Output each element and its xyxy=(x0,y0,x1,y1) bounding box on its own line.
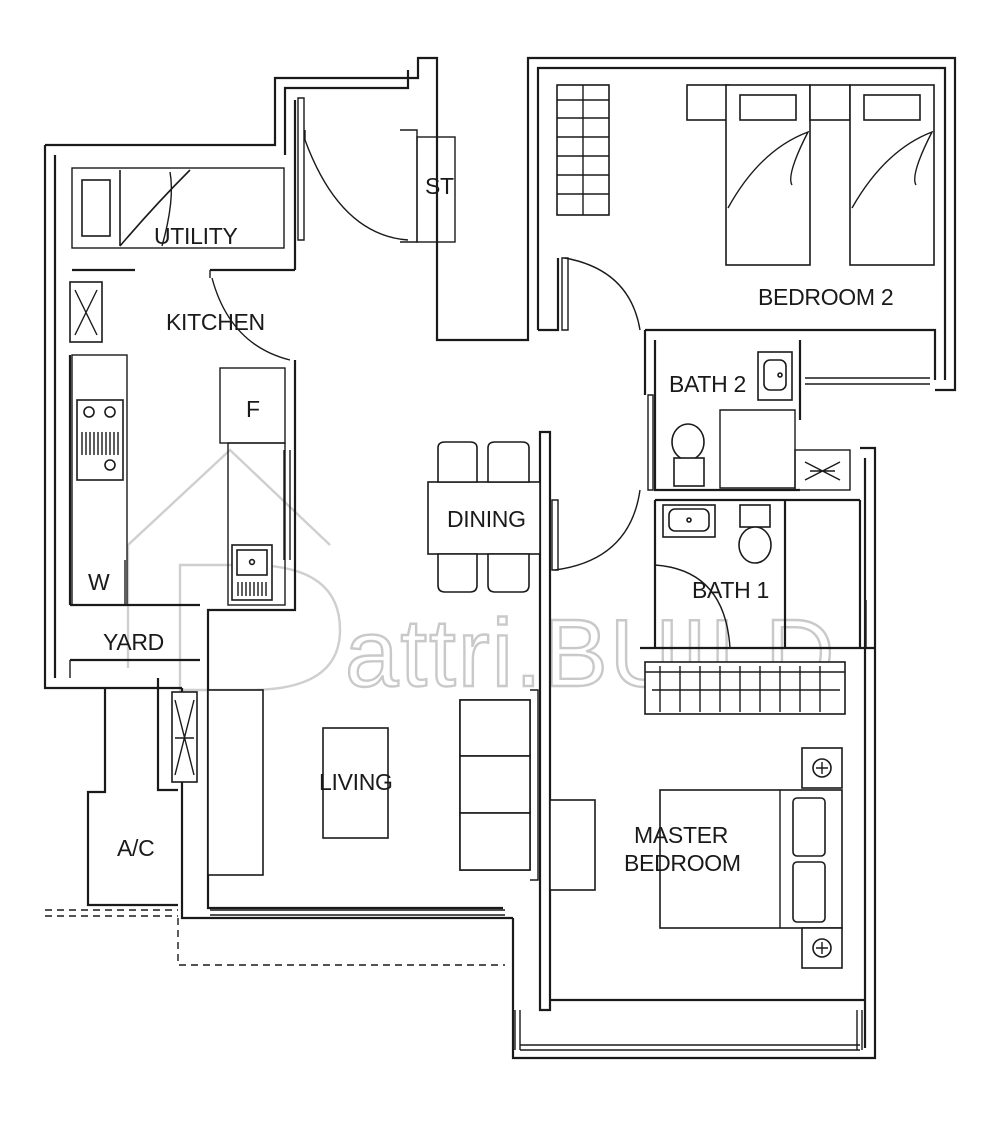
label-master-line-1: MASTER xyxy=(634,822,728,848)
kitchen-counter xyxy=(71,354,128,606)
bath-2-toilet-tank xyxy=(673,457,705,487)
dining-chair xyxy=(487,441,530,483)
sofa-seat xyxy=(459,755,531,814)
bath-2-toilet xyxy=(671,423,705,461)
master-desk xyxy=(549,799,596,891)
sink-drain-icon xyxy=(248,558,256,566)
bath-1-toilet-tank xyxy=(739,504,771,528)
label-master-line-2: BEDROOM xyxy=(624,850,741,876)
sofa-seat xyxy=(459,699,531,757)
bed-pillow xyxy=(863,94,921,121)
basin-tap-icon xyxy=(777,372,783,378)
master-pillow xyxy=(792,797,826,857)
wardrobe-master xyxy=(644,661,846,715)
hob-burner-icon xyxy=(104,459,116,471)
furniture xyxy=(69,84,935,969)
internal-walls xyxy=(68,100,937,1012)
bedside-table xyxy=(686,84,730,121)
basin-tap-icon xyxy=(686,517,692,523)
dashed-boundary xyxy=(45,909,505,966)
hob-burner-icon xyxy=(104,406,116,418)
label-yard: YARD xyxy=(103,629,164,655)
label-fridge: F xyxy=(246,396,260,422)
label-bath-2: BATH 2 xyxy=(669,371,746,397)
label-aircon: A/C xyxy=(117,835,154,861)
exterior-walls xyxy=(43,56,957,1060)
master-pillow xyxy=(792,861,826,923)
sofa-seat xyxy=(459,812,531,871)
label-bedroom-2: BEDROOM 2 xyxy=(758,284,893,310)
label-washer: W xyxy=(88,569,110,595)
dining-chair xyxy=(437,441,478,483)
label-utility: UTILITY xyxy=(154,223,238,249)
bath-2-basin-bowl xyxy=(763,359,787,391)
kitchen-right-counter xyxy=(227,442,286,606)
label-kitchen: KITCHEN xyxy=(166,309,265,335)
utility-bed-sheet xyxy=(119,169,191,247)
coffee-table xyxy=(322,727,389,839)
label-dining: DINING xyxy=(447,506,526,532)
label-living: LIVING xyxy=(319,769,393,795)
dining-table xyxy=(427,481,541,555)
dining-chair xyxy=(437,553,478,593)
doors xyxy=(209,97,731,649)
sink-basin xyxy=(236,549,268,576)
utility-cabinet xyxy=(81,179,111,237)
room-labels: UTILITY KITCHEN ST BEDROOM 2 BATH 2 F DI… xyxy=(88,173,894,876)
tv-console xyxy=(207,689,264,876)
watermark-house-outline xyxy=(126,448,342,692)
hob-burner-icon xyxy=(83,406,95,418)
bath-1-toilet xyxy=(738,526,772,564)
bedside-table xyxy=(809,84,851,121)
bed-pillow xyxy=(739,94,797,121)
label-bath-1: BATH 1 xyxy=(692,577,769,603)
label-store: ST xyxy=(425,173,454,199)
windows xyxy=(210,377,930,1051)
dining-chair xyxy=(487,553,530,593)
